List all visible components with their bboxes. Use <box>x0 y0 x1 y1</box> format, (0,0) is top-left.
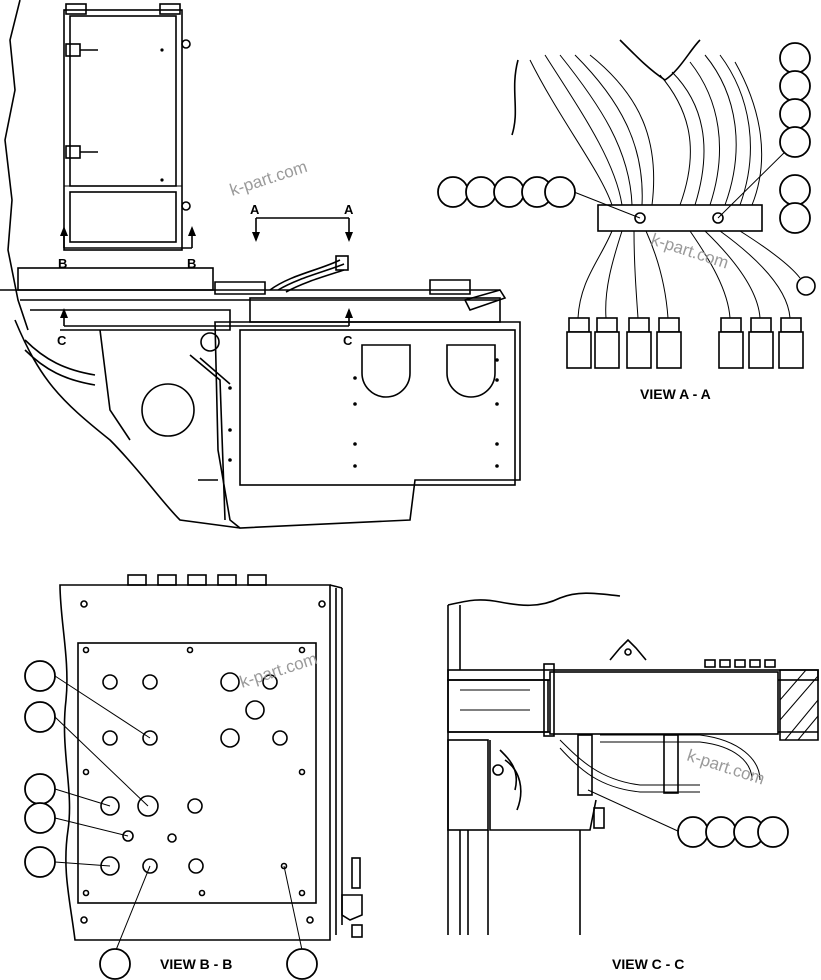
watermark-main: k-part.com <box>227 157 309 200</box>
view-c-label: VIEW C - C <box>612 956 684 972</box>
view-a-label: VIEW A - A <box>640 386 711 402</box>
section-mark-a-right: A <box>344 202 354 217</box>
section-mark-a-left: A <box>250 202 260 217</box>
section-mark-c-left: C <box>57 333 67 348</box>
view-b-label: VIEW B - B <box>160 956 232 972</box>
view-b-callouts <box>24 660 318 980</box>
section-mark-b-right: B <box>187 256 196 271</box>
view-c-c: VIEW C - C k-part.com <box>447 592 819 972</box>
watermark-view-a: k-part.com <box>649 230 731 273</box>
hose-fittings <box>566 317 804 369</box>
section-mark-b-left: B <box>58 256 67 271</box>
view-a-a: VIEW A - A k-part.com <box>437 39 816 402</box>
section-mark-c-right: C <box>343 333 353 348</box>
view-a-callouts <box>437 42 811 234</box>
view-c-callouts <box>677 816 789 848</box>
main-assembly-view: A A B B C C k-part.com <box>0 0 521 529</box>
watermark-view-b: k-part.com <box>237 649 319 692</box>
view-b-b: VIEW B - B k-part.com <box>24 574 363 980</box>
plate-holes <box>100 672 288 876</box>
watermark-view-c: k-part.com <box>685 746 767 789</box>
